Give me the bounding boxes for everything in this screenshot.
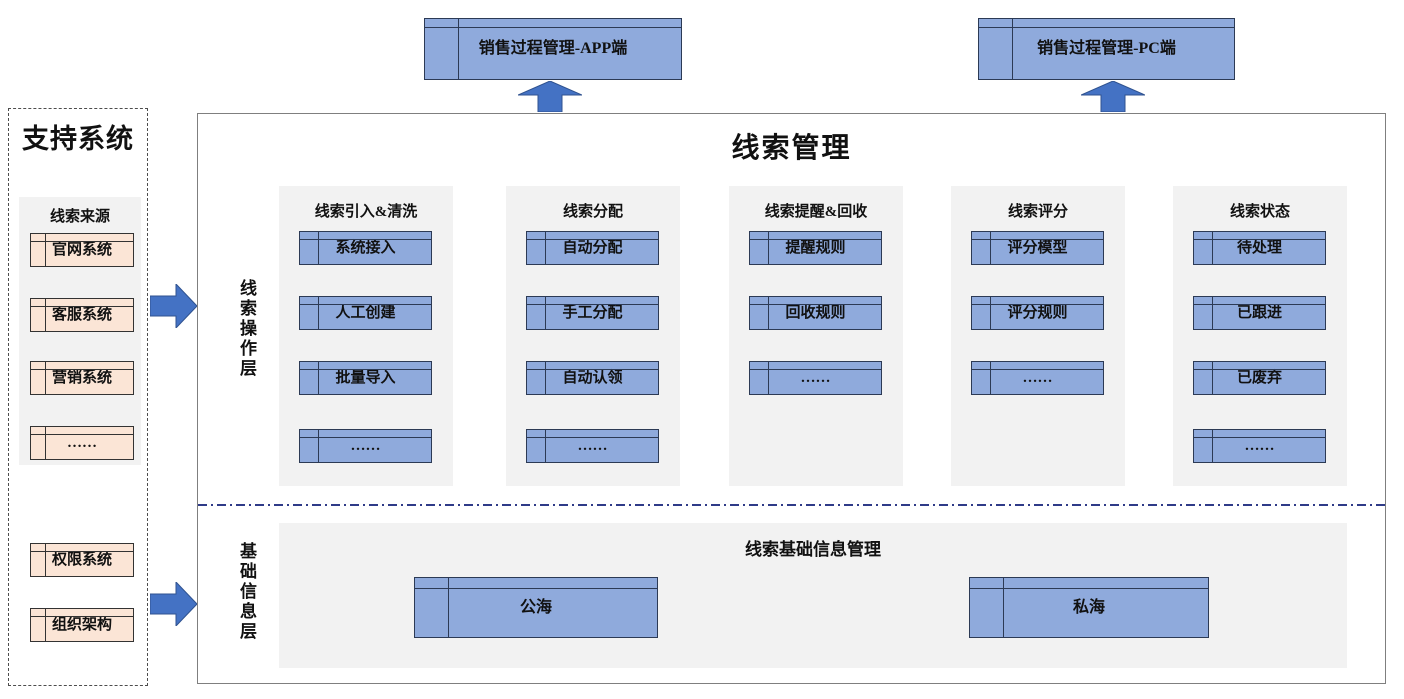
node-scoring-rules: 评分规则 [971,296,1104,330]
node-more: …… [299,429,432,463]
column-title: 线索状态 [1229,204,1290,220]
node-label: 销售过程管理-APP端 [478,40,628,57]
up-arrow-icon [518,81,582,112]
base-info-layer-label: 基础信息层 [237,542,256,642]
column-lead-status: 线索状态 待处理 已跟进 已废弃 …… [1173,186,1347,486]
operation-layer-label: 线索操作层 [237,279,256,379]
column-title: 线索提醒&回收 [764,204,868,220]
node-more: …… [749,361,882,395]
lead-source-title: 线索来源 [49,209,110,225]
node-auto-assign: 自动分配 [526,231,659,265]
lead-management-title: 线索管理 [731,133,852,164]
node-batch-import: 批量导入 [299,361,432,395]
node-scoring-model: 评分模型 [971,231,1104,265]
node-website-system: 官网系统 [30,233,134,267]
node-permission-system: 权限系统 [30,543,134,577]
node-manual-create: 人工创建 [299,296,432,330]
node-auto-claim: 自动认领 [526,361,659,395]
node-sales-process-app: 销售过程管理-APP端 [424,18,682,80]
column-title: 线索分配 [562,204,623,220]
column-title: 线索评分 [1007,204,1068,220]
lead-base-info-panel: 线索基础信息管理 公海 私海 [279,523,1347,668]
node-discarded: 已废弃 [1193,361,1326,395]
node-recycle-rules: 回收规则 [749,296,882,330]
column-lead-scoring: 线索评分 评分模型 评分规则 …… [951,186,1125,486]
node-system-access: 系统接入 [299,231,432,265]
support-systems-panel: 支持系统 线索来源 官网系统 客服系统 营销系统 …… 权限系统 组织架构 [8,108,148,686]
node-sales-process-pc: 销售过程管理-PC端 [978,18,1235,80]
up-arrow-icon [1081,81,1145,112]
node-label: 销售过程管理-PC端 [1037,40,1176,57]
lead-management-panel: 线索管理 线索操作层 线索引入&清洗 系统接入 人工创建 批量导入 …… 线索分… [197,113,1386,684]
node-pending: 待处理 [1193,231,1326,265]
column-lead-assignment: 线索分配 自动分配 手工分配 自动认领 …… [506,186,680,486]
right-arrow-icon [150,284,197,328]
column-lead-intake-cleaning: 线索引入&清洗 系统接入 人工创建 批量导入 …… [279,186,453,486]
node-more: …… [1193,429,1326,463]
node-public-sea: 公海 [414,577,658,638]
lead-base-info-title: 线索基础信息管理 [745,540,881,559]
node-marketing-system: 营销系统 [30,361,134,395]
right-arrow-icon [150,582,197,626]
node-followed-up: 已跟进 [1193,296,1326,330]
node-more: …… [971,361,1104,395]
support-systems-title: 支持系统 [22,124,134,154]
node-more-sources: …… [30,426,134,460]
column-lead-reminder-recycle: 线索提醒&回收 提醒规则 回收规则 …… [729,186,903,486]
node-more: …… [526,429,659,463]
lead-source-group: 线索来源 官网系统 客服系统 营销系统 …… [19,197,141,465]
node-reminder-rules: 提醒规则 [749,231,882,265]
layer-separator-line [198,504,1385,506]
node-manual-assign: 手工分配 [526,296,659,330]
node-private-sea: 私海 [969,577,1209,638]
node-customer-service-system: 客服系统 [30,298,134,332]
node-org-structure: 组织架构 [30,608,134,642]
column-title: 线索引入&清洗 [314,204,418,220]
